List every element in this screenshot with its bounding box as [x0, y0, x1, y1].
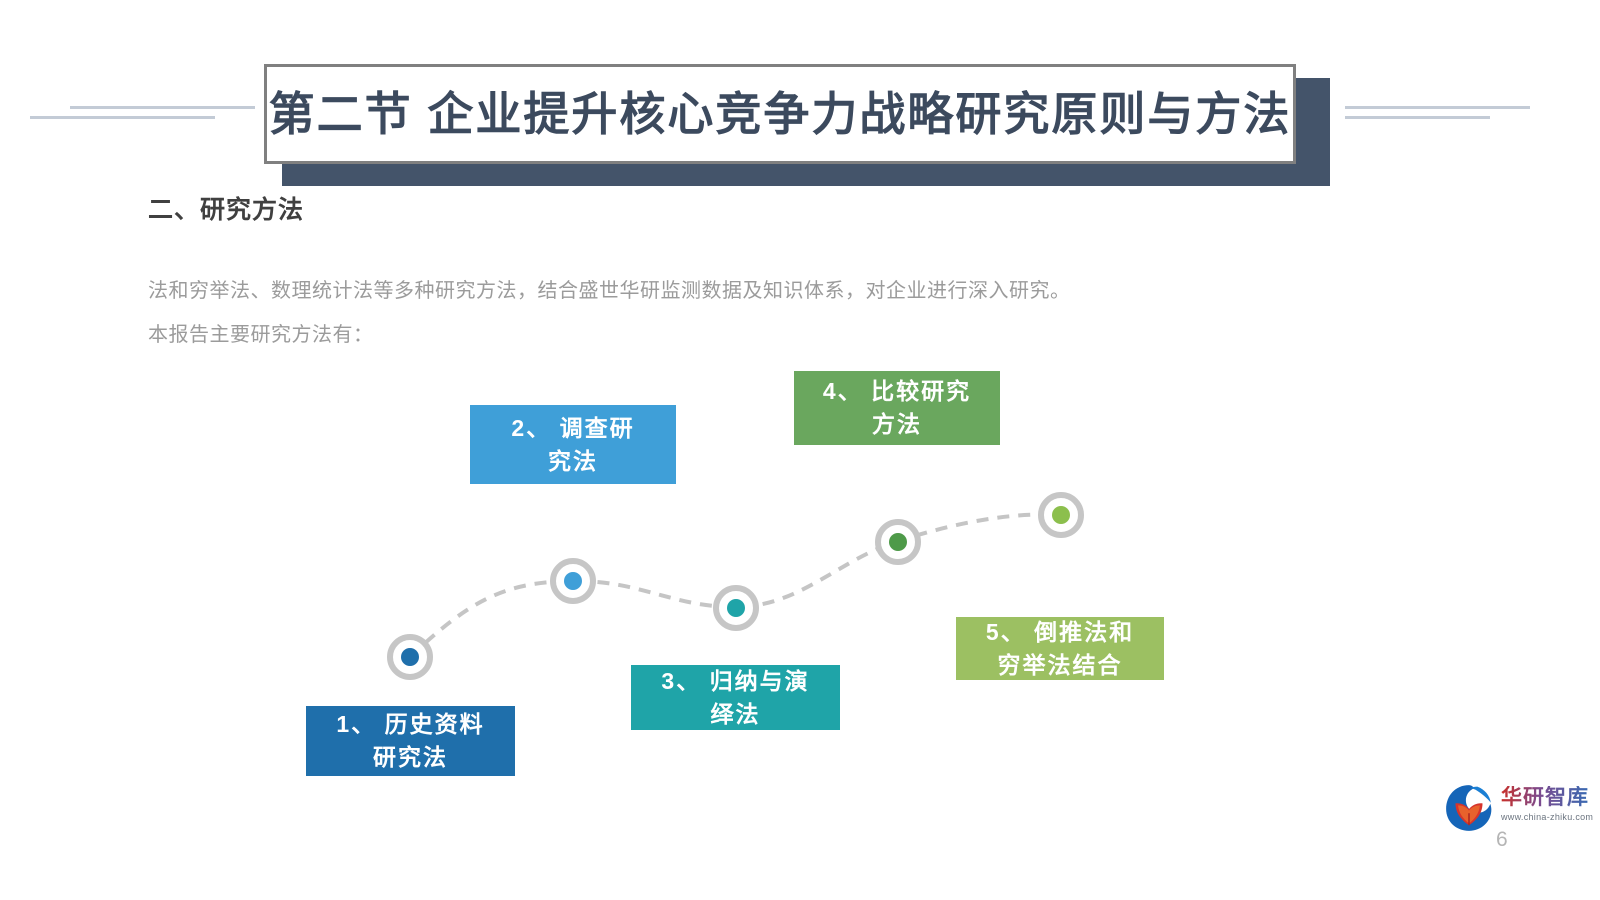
milestone-node-core — [564, 572, 582, 590]
section-heading: 二、研究方法 — [148, 196, 305, 224]
milestone-node-core — [401, 648, 419, 666]
logo-name: 华研智库 — [1501, 786, 1597, 809]
method-label-1[interactable]: 1、 历史资料研究法 — [306, 706, 515, 776]
milestone-node-3 — [713, 585, 759, 631]
decoration-line — [1345, 116, 1490, 119]
milestone-node-core — [889, 533, 907, 551]
method-label-3[interactable]: 3、 归纳与演绎法 — [631, 665, 840, 730]
milestone-node-core — [727, 599, 745, 617]
title-box: 第二节 企业提升核心竞争力战略研究原则与方法 — [264, 64, 1296, 164]
method-label-4[interactable]: 4、 比较研究方法 — [794, 371, 1000, 445]
milestone-node-5 — [1038, 492, 1084, 538]
milestone-node-core — [1052, 506, 1070, 524]
decoration-line — [70, 106, 255, 109]
body-paragraph-2: 本报告主要研究方法有： — [148, 324, 374, 346]
brand-logo: 华研智库 www.china-zhiku.com — [1443, 782, 1593, 838]
decoration-line — [1345, 106, 1530, 109]
body-paragraph-1: 法和穷举法、数理统计法等多种研究方法，结合盛世华研监测数据及知识体系，对企业进行… — [148, 280, 1071, 302]
page-title: 第二节 企业提升核心竞争力战略研究原则与方法 — [268, 88, 1292, 140]
book-swoosh-logo-icon — [1446, 785, 1492, 831]
method-label-2[interactable]: 2、 调查研究法 — [470, 405, 676, 484]
milestone-node-2 — [550, 558, 596, 604]
milestone-node-1 — [387, 634, 433, 680]
decoration-line — [30, 116, 215, 119]
method-label-5[interactable]: 5、 倒推法和穷举法结合 — [956, 617, 1164, 680]
title-decoration-right — [1345, 106, 1575, 126]
milestone-node-4 — [875, 519, 921, 565]
title-area: 第二节 企业提升核心竞争力战略研究原则与方法 — [0, 28, 1600, 186]
title-decoration-left — [30, 106, 260, 126]
logo-text-zone: 华研智库 www.china-zhiku.com — [1501, 786, 1597, 822]
logo-url: www.china-zhiku.com — [1501, 812, 1594, 823]
page-number: 6 — [1496, 828, 1508, 851]
